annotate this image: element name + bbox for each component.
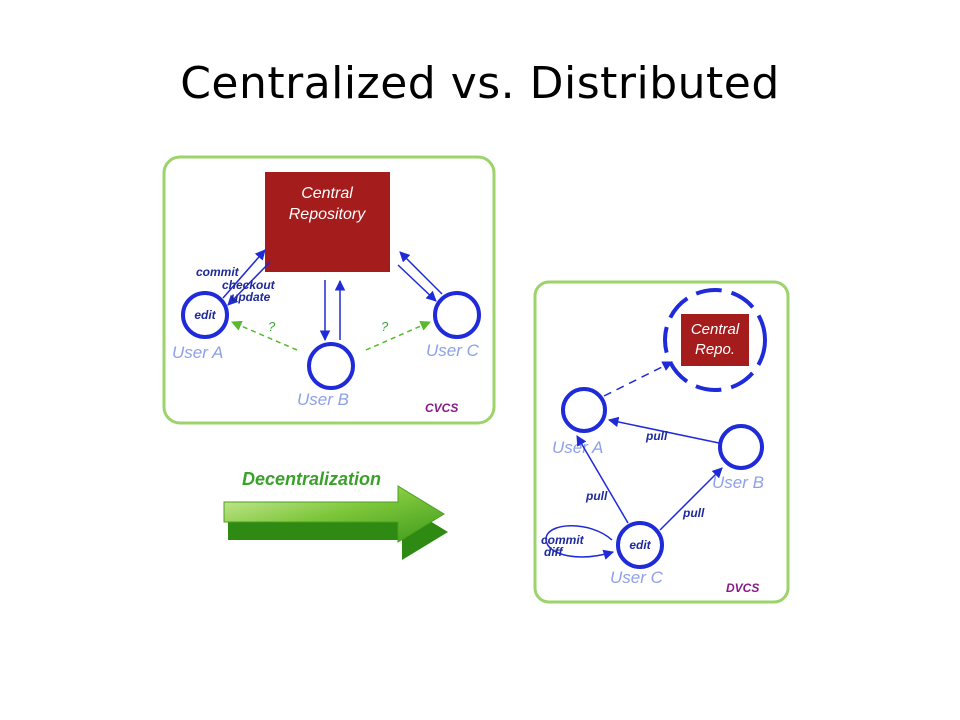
dvcs-commit-label: commit [541,533,585,547]
dvcs-panel: Central Repo. edit User A User B User C … [533,280,790,604]
dvcs-diff-label: diff [544,545,563,559]
decentralization-arrow-shadow [228,504,448,560]
cvcs-panel: Central Repository edit User A User B Us… [162,155,496,425]
dvcs-central-repo [681,314,749,366]
cvcs-commit-label: commit [196,265,240,279]
dvcs-pull-label-1: pull [645,429,668,443]
dvcs-type-label: DVCS [726,581,759,595]
dvcs-user-a-node [561,387,607,433]
dvcs-user-c-label: User C [610,568,664,587]
cvcs-checkout-label: checkout [222,278,276,292]
cvcs-panel-border [162,155,496,425]
decentralization-arrow-shape [223,485,445,543]
cvcs-user-a-label: User A [172,343,223,362]
dvcs-user-c-node [616,521,664,569]
cvcs-user-c-label: User C [426,341,480,360]
dvcs-user-b-node [718,424,764,470]
cvcs-user-b-label: User B [297,390,349,409]
cvcs-b-to-c-dashed-arrow [365,320,431,351]
cvcs-user-a-node [181,291,229,339]
dvcs-a-to-repo-dashed-arrow [603,361,673,397]
dvcs-pull-label-3: pull [682,506,705,520]
cvcs-repo-label-line2: Repository [289,206,366,223]
cvcs-repo-label-line1: Central [301,185,353,202]
cvcs-b-to-a-dashed-arrow [231,320,298,351]
dvcs-repo-label-line2: Repo. [695,341,735,358]
dvcs-repo-dashed-ring [663,288,767,392]
dvcs-pull-label-2: pull [585,489,608,503]
cvcs-question-mark-1: ? [268,319,276,334]
dvcs-user-a-label: User A [552,438,603,457]
cvcs-update-arrow [227,261,271,306]
cvcs-commit-arrow [222,249,266,299]
cvcs-user-c-node [433,291,481,339]
dvcs-user-b-label: User B [712,473,764,492]
dvcs-edit-label: edit [629,538,651,552]
dvcs-repo-label-line1: Central [691,321,740,338]
cvcs-central-repository [265,172,390,272]
dvcs-pull-c-to-a-arrow [576,435,629,524]
cvcs-type-label: CVCS [425,401,458,415]
cvcs-edit-label: edit [194,308,216,322]
decentralization-label: Decentralization [242,469,381,489]
cvcs-user-b-node [307,342,355,390]
dvcs-commit-loop-arrow [545,525,615,560]
cvcs-question-mark-2: ? [381,319,389,334]
dvcs-pull-b-to-a-arrow [607,416,720,444]
slide-title: Centralized vs. Distributed [180,58,780,109]
cvcs-repo-to-c-arrow [397,264,437,302]
cvcs-update-label: update [231,290,271,304]
decentralization-arrow: Decentralization [223,469,448,560]
cvcs-c-to-repo-arrow [399,251,443,295]
dvcs-pull-c-to-b-arrow [659,467,723,531]
